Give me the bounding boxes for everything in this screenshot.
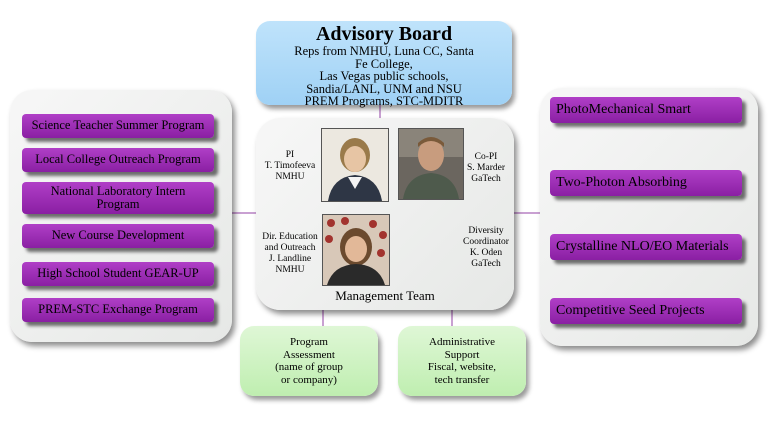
pi-photo [321,128,389,202]
advisory-board: Advisory Board Reps from NMHU, Luna CC, … [256,21,512,108]
program-local-college: Local College Outreach Program [22,148,214,172]
connector-top [379,104,381,120]
program-gear-up: High School Student GEAR-UP [22,262,214,286]
diversity-institution: GaTech [471,259,501,269]
program-label: PREM-STC Exchange Program [38,302,198,317]
project-crystalline: Crystalline NLO/EO Materials [550,234,742,260]
diversity-role-line1: Diversity [468,226,504,236]
assessment-line: or company) [281,373,337,386]
program-national-lab: National Laboratory Intern Program [22,182,214,214]
diversity-name: K. Oden [469,248,503,258]
admin-line: Fiscal, website, [427,361,497,373]
diversity-caption: Diversity Coordinator K. Oden GaTech [456,226,516,270]
program-label: Science Teacher Summer Program [31,118,205,133]
advisory-board-title: Advisory Board [315,23,453,45]
management-team-title: Management Team [335,288,435,303]
copi-portrait-icon [399,129,463,199]
pi-role: PI [285,150,295,160]
program-new-course: New Course Development [22,224,214,248]
program-label: National Laboratory Intern Program [50,183,186,211]
administrative-support-box: Administrative Support Fiscal, website, … [398,326,526,396]
admin-line: Support [444,348,480,361]
advisory-board-members: Reps from NMHU, Luna CC, Santa Fe Colleg… [256,45,512,108]
program-science-teacher: Science Teacher Summer Program [22,114,214,138]
admin-line: tech transfer [434,373,490,386]
program-assessment-box: Program Assessment (name of group or com… [240,326,378,396]
education-name: J. Landline [268,254,312,264]
copi-name: S. Marder [467,163,505,173]
program-prem-stc: PREM-STC Exchange Program [22,298,214,322]
project-label: PhotoMechanical Smart [556,101,691,117]
education-institution: NMHU [275,265,305,275]
assessment-line: (name of group [275,361,343,373]
connector-bottom-left [322,310,324,328]
project-two-photon: Two-Photon Absorbing [550,170,742,196]
pi-institution: NMHU [275,172,305,182]
connector-right [514,212,540,214]
education-caption: Dir. Education and Outreach J. Landline … [258,232,322,276]
education-role-line1: Dir. Education [262,232,318,242]
project-label: Crystalline NLO/EO Materials [556,238,729,254]
advisory-line: Sandia/LANL, UNM and NSU [306,81,462,96]
assessment-line: Program [290,336,328,348]
education-photo [322,214,390,286]
copi-role: Co-PI [474,152,498,162]
copi-caption: Co-PI S. Marder GaTech [464,152,508,185]
project-seed: Competitive Seed Projects [550,298,742,324]
admin-line: Administrative [429,336,495,348]
assessment-line: Assessment [283,348,335,361]
program-label: Local College Outreach Program [35,152,201,167]
pi-portrait-icon [322,129,388,201]
pi-name: T. Timofeeva [264,161,316,171]
program-label: New Course Development [51,228,185,243]
diversity-role-line2: Coordinator [463,237,509,247]
copi-photo [398,128,464,200]
project-photomechanical: PhotoMechanical Smart [550,97,742,123]
education-role-line2: and Outreach [264,243,316,253]
project-label: Competitive Seed Projects [556,302,705,318]
advisory-line: Las Vegas public schools, [319,69,449,84]
copi-institution: GaTech [471,174,501,184]
pi-caption: PI T. Timofeeva NMHU [262,150,318,183]
project-label: Two-Photon Absorbing [556,174,687,190]
advisory-line: PREM Programs, STC-MDITR [304,94,464,109]
advisory-line: Reps from NMHU, Luna CC, Santa [294,44,474,58]
program-label: High School Student GEAR-UP [37,266,199,281]
connector-left [232,212,256,214]
connector-bottom-right [451,310,453,328]
education-portrait-icon [323,215,389,285]
advisory-line: Fe College, [355,56,413,71]
